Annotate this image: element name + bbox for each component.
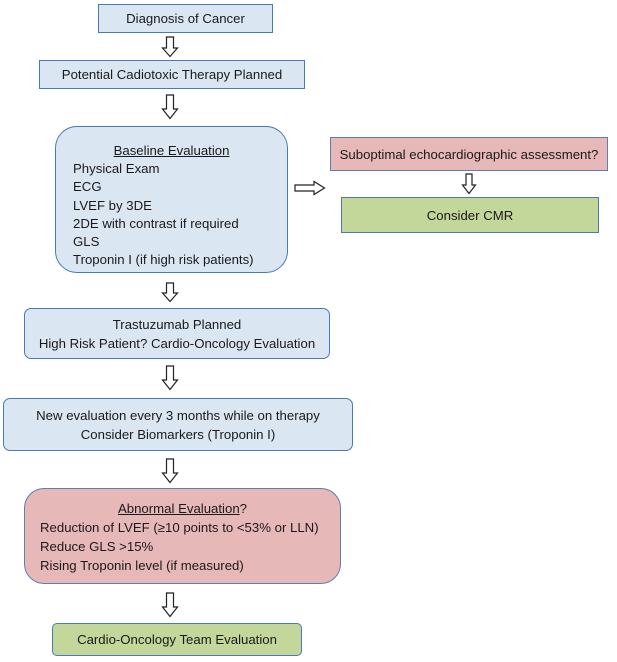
abnormal-title-suffix: ? bbox=[239, 501, 248, 516]
abnormal-title: Abnormal Evaluation bbox=[117, 501, 240, 516]
abnormal-item: Reduction of LVEF (≥10 points to <53% or… bbox=[40, 520, 319, 535]
consider-cmr-label: Consider CMR bbox=[426, 207, 514, 223]
down-arrow-icon bbox=[161, 36, 179, 58]
right-arrow-icon bbox=[294, 180, 326, 196]
trastuzumab-line1: Trastuzumab Planned bbox=[112, 316, 242, 332]
abnormal-evaluation-node: Abnormal Evaluation? Reduction of LVEF (… bbox=[24, 488, 341, 584]
baseline-item: 2DE with contrast if required bbox=[73, 215, 239, 231]
baseline-item: GLS bbox=[73, 234, 100, 250]
baseline-title: Baseline Evaluation bbox=[113, 143, 230, 158]
therapy-planned-node: Potential Cadiotoxic Therapy Planned bbox=[39, 60, 305, 89]
trastuzumab-line2: High Risk Patient? Cardio-Oncology Evalu… bbox=[38, 335, 316, 351]
trastuzumab-node: Trastuzumab Planned High Risk Patient? C… bbox=[24, 308, 330, 359]
team-evaluation-node: Cardio-Oncology Team Evaluation bbox=[52, 623, 302, 656]
suboptimal-node: Suboptimal echocardiographic assessment? bbox=[330, 137, 608, 171]
new-evaluation-line1: New evaluation every 3 months while on t… bbox=[36, 407, 320, 423]
baseline-item: LVEF by 3DE bbox=[73, 197, 152, 213]
baseline-item: Troponin I (if high risk patients) bbox=[73, 252, 254, 268]
down-arrow-icon bbox=[161, 282, 179, 303]
down-arrow-icon bbox=[161, 94, 179, 120]
team-evaluation-label: Cardio-Oncology Team Evaluation bbox=[77, 632, 277, 647]
abnormal-item: Reduce GLS >15% bbox=[40, 539, 154, 554]
down-arrow-icon bbox=[161, 592, 179, 618]
baseline-item: Physical Exam bbox=[73, 161, 160, 176]
new-evaluation-line2: Consider Biomarkers (Troponin I) bbox=[80, 426, 276, 442]
down-arrow-icon bbox=[161, 458, 179, 484]
diagnosis-node: Diagnosis of Cancer bbox=[98, 4, 273, 33]
therapy-planned-label: Potential Cadiotoxic Therapy Planned bbox=[61, 67, 283, 82]
down-arrow-icon bbox=[161, 365, 179, 391]
down-arrow-icon bbox=[461, 173, 477, 195]
consider-cmr-node: Consider CMR bbox=[341, 197, 599, 233]
baseline-evaluation-node: Baseline Evaluation Physical Exam ECG LV… bbox=[55, 126, 288, 273]
new-evaluation-node: New evaluation every 3 months while on t… bbox=[3, 398, 353, 451]
abnormal-item: Rising Troponin level (if measured) bbox=[40, 558, 244, 573]
baseline-item: ECG bbox=[73, 179, 102, 195]
diagnosis-label: Diagnosis of Cancer bbox=[126, 11, 245, 26]
suboptimal-label: Suboptimal echocardiographic assessment? bbox=[339, 146, 599, 162]
